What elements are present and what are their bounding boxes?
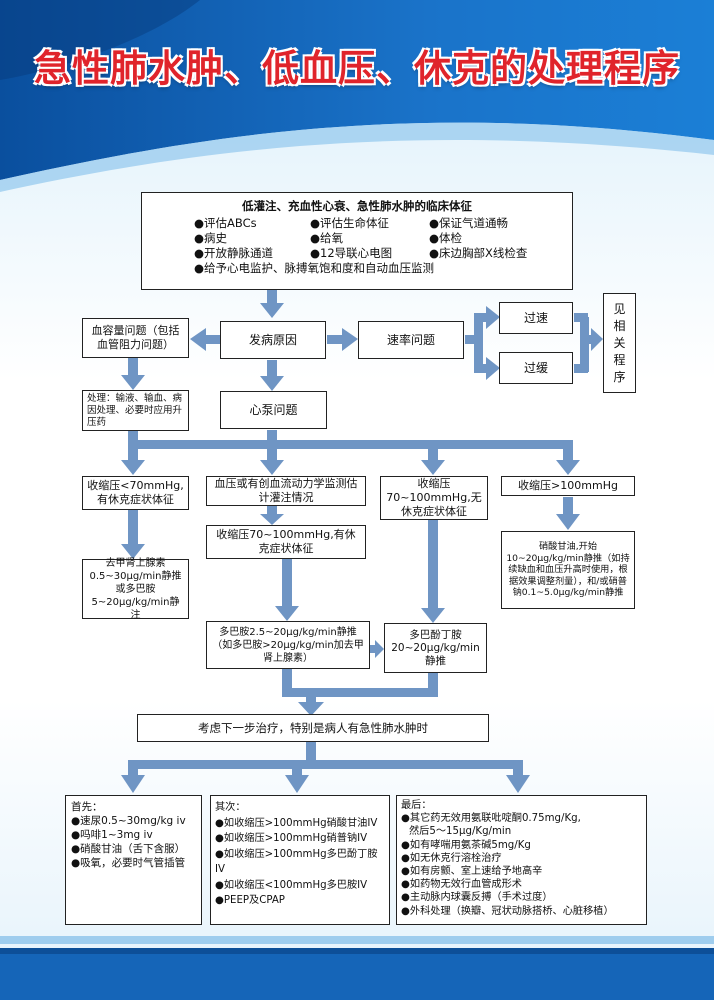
sign-item: ●开放静脉通道 bbox=[194, 246, 274, 260]
first-item: ●硝酸甘油（舌下含服） bbox=[71, 843, 186, 855]
volume-problem-box: 血容量问题（包括血管阻力问题） bbox=[82, 318, 189, 358]
second-item: ●如收缩压>100mmHg硝普钠IV bbox=[215, 833, 368, 844]
header-background bbox=[0, 0, 714, 192]
cause-box: 发病原因 bbox=[220, 321, 326, 359]
last-item: 然后5～15μg/Kg/min bbox=[409, 826, 512, 838]
clinical-signs-heading: 低灌注、充血性心衰、急性肺水肿的临床体征 bbox=[242, 199, 472, 213]
sbp-shock-label: 收缩压70~100mmHg,有休克症状体征 bbox=[216, 528, 356, 555]
next-step-box: 考虑下一步治疗，特别是病人有急性肺水肿时 bbox=[137, 714, 489, 742]
pump-problem-label: 心泵问题 bbox=[249, 403, 298, 417]
low-sbp-box: 收缩压<70mmHg,有休克症状体征 bbox=[82, 476, 189, 510]
second-item: ●如收缩压>100mmHg多巴酚丁胺IV bbox=[215, 848, 378, 876]
see-protocol-box: 见相关程序 bbox=[603, 293, 636, 393]
hemodynamic-label: 血压或有创血流动力学监测估计灌注情况 bbox=[214, 477, 358, 504]
last-item: ●如有哮喘用氨茶碱5mg/Kg bbox=[401, 839, 531, 851]
sign-item: ●给氧 bbox=[310, 231, 344, 245]
sign-item: ●体检 bbox=[429, 231, 463, 245]
page-title: 急性肺水肿、低血压、休克的处理程序 bbox=[34, 47, 680, 90]
pump-problem-box: 心泵问题 bbox=[220, 391, 327, 429]
second-item: ●如收缩压<100mmHg多巴胺IV bbox=[215, 879, 368, 891]
norepinephrine-box: 去甲肾上腺素0.5~30μg/min静推或多巴胺5~20μg/kg/min静注 bbox=[82, 557, 189, 621]
rate-problem-box: 速率问题 bbox=[358, 321, 464, 359]
last-item: ●如有房颤、室上速给予地高辛 bbox=[401, 866, 543, 878]
last-item: ●主动脉内球囊反搏（手术过度） bbox=[401, 892, 553, 904]
sign-item: ●评估ABCs bbox=[194, 216, 257, 230]
first-measures-box: 首先： ●速尿0.5~30mg/kg iv ●吗啡1~3mg iv ●硝酸甘油（… bbox=[65, 795, 202, 925]
sign-item: ●保证气道通畅 bbox=[429, 216, 509, 230]
sign-item: ●床边胸部X线检查 bbox=[429, 246, 528, 260]
high-sbp-label: 收缩压>100mmHg bbox=[518, 479, 618, 492]
see-protocol-label: 见相关程序 bbox=[613, 301, 626, 384]
sign-item-monitoring: ●给予心电监护、脉搏氧饱和度和自动血压监测 bbox=[194, 261, 435, 275]
treatment-box: 处理：输液、输血、病因处理、必要时应用升压药 bbox=[82, 390, 189, 431]
last-item: ●如无休克行溶栓治疗 bbox=[401, 852, 502, 864]
mid-sbp-label: 收缩压70~100mmHg,无休克症状体征 bbox=[386, 477, 482, 518]
last-item: ●如药物无效行血管成形术 bbox=[401, 879, 522, 891]
last-item: ●外科处理（换瓣、冠状动脉搭桥、心脏移植） bbox=[401, 905, 614, 917]
second-measures-box: 其次： ●如收缩压>100mmHg硝酸甘油IV ●如收缩压>100mmHg硝普钠… bbox=[210, 795, 390, 925]
too-fast-box: 过速 bbox=[499, 302, 573, 334]
nitroglycerin-box: 硝酸甘油,开始10~20μg/kg/min静推（如持续缺血和血压升高时使用，根据… bbox=[501, 531, 635, 609]
nitroglycerin-label: 硝酸甘油,开始10~20μg/kg/min静推（如持续缺血和血压升高时使用，根据… bbox=[506, 541, 630, 599]
dobutamine-label: 多巴酚丁胺20~20μg/kg/min静推 bbox=[391, 628, 480, 667]
high-sbp-box: 收缩压>100mmHg bbox=[501, 476, 635, 496]
mid-sbp-box: 收缩压70~100mmHg,无休克症状体征 bbox=[380, 476, 488, 520]
dopamine-box: 多巴胺2.5~20μg/kg/min静推（如多巴胺>20μg/kg/min加去甲… bbox=[206, 621, 370, 669]
cause-label: 发病原因 bbox=[248, 333, 297, 347]
second-item: ●如收缩压>100mmHg硝酸甘油IV bbox=[215, 817, 378, 829]
too-slow-box: 过缓 bbox=[499, 352, 573, 384]
second-heading: 其次： bbox=[215, 802, 246, 813]
dopamine-label: 多巴胺2.5~20μg/kg/min静推（如多巴胺>20μg/kg/min加去甲… bbox=[212, 626, 364, 664]
first-heading: 首先： bbox=[71, 801, 103, 813]
next-step-label: 考虑下一步治疗，特别是病人有急性肺水肿时 bbox=[198, 721, 428, 735]
sign-item: ●病史 bbox=[194, 231, 228, 245]
treatment-label: 处理：输液、输血、病因处理、必要时应用升压药 bbox=[87, 393, 183, 428]
first-item: ●速尿0.5~30mg/kg iv bbox=[71, 815, 186, 827]
footer-stripes bbox=[0, 936, 714, 1000]
too-slow-label: 过缓 bbox=[523, 361, 548, 375]
low-sbp-label: 收缩压<70mmHg,有休克症状体征 bbox=[87, 479, 184, 506]
hemodynamic-box: 血压或有创血流动力学监测估计灌注情况 bbox=[206, 476, 366, 506]
last-heading: 最后： bbox=[401, 800, 432, 811]
norepinephrine-label: 去甲肾上腺素0.5~30μg/min静推或多巴胺5~20μg/kg/min静注 bbox=[89, 557, 182, 621]
dobutamine-box: 多巴酚丁胺20~20μg/kg/min静推 bbox=[384, 623, 487, 673]
first-item: ●吗啡1~3mg iv bbox=[71, 829, 153, 841]
sign-item: ●评估生命体征 bbox=[310, 216, 390, 230]
second-item: ●PEEP及CPAP bbox=[215, 895, 285, 906]
sbp-shock-box: 收缩压70~100mmHg,有休克症状体征 bbox=[206, 525, 366, 559]
last-measures-box: 最后： ●其它药无效用氨联吡啶酮0.75mg/Kg, 然后5～15μg/Kg/m… bbox=[396, 795, 647, 925]
volume-problem-label: 血容量问题（包括血管阻力问题） bbox=[91, 324, 180, 351]
clinical-signs-box: 低灌注、充血性心衰、急性肺水肿的临床体征 ●评估ABCs ●评估生命体征 ●保证… bbox=[141, 192, 573, 290]
rate-problem-label: 速率问题 bbox=[386, 333, 435, 347]
last-item: ●其它药无效用氨联吡啶酮0.75mg/Kg, bbox=[401, 813, 581, 825]
sign-item: ●12导联心电图 bbox=[310, 246, 393, 260]
first-item: ●吸氧，必要时气管插管 bbox=[71, 857, 186, 869]
too-fast-label: 过速 bbox=[523, 311, 548, 325]
